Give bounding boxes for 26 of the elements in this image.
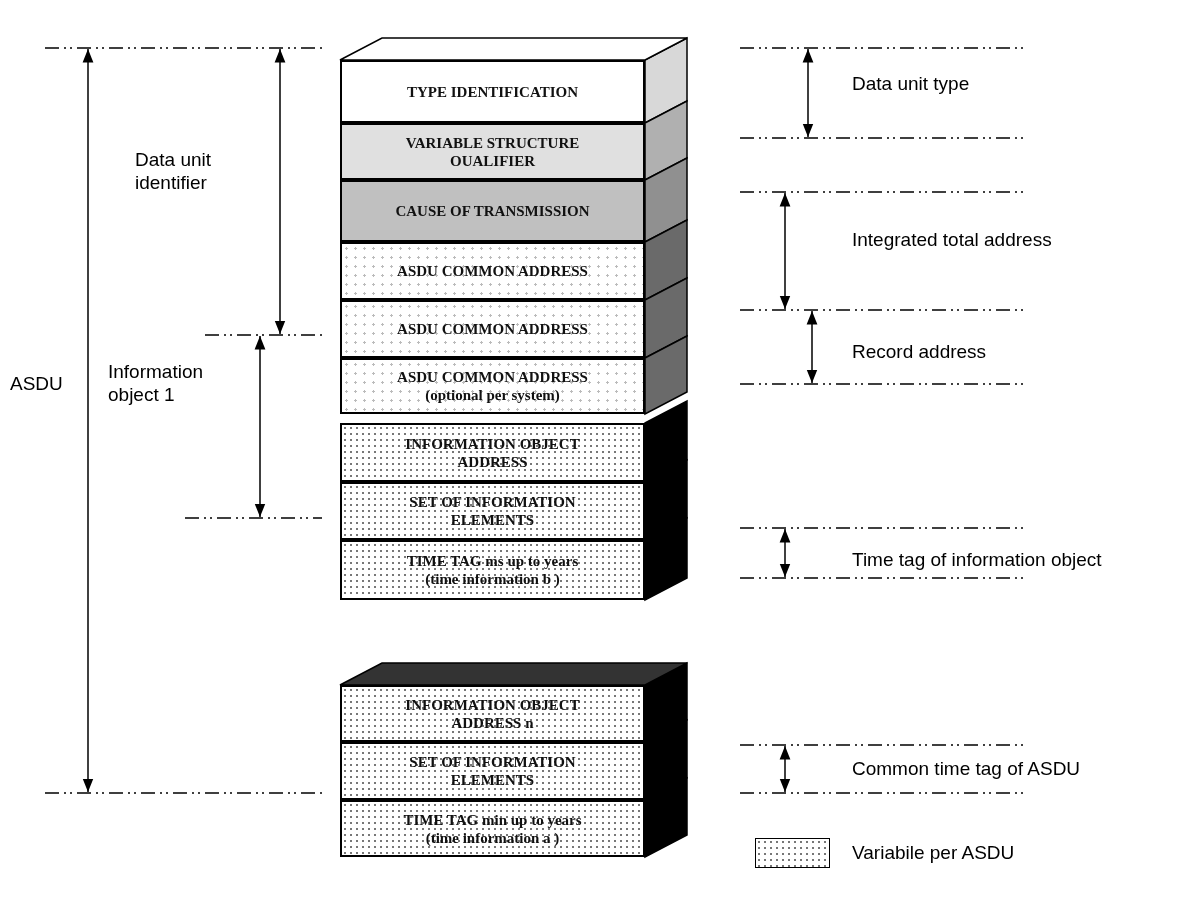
block-text: (time information b )	[425, 570, 560, 588]
field-block: CAUSE OF TRANSMISSION	[340, 180, 645, 242]
dimension-label: ASDU	[10, 372, 64, 395]
dimension-label: Common time tag of ASDU	[852, 757, 1082, 780]
field-block: ASDU COMMON ADDRESS	[340, 242, 645, 300]
block-text: (time information a )	[425, 828, 560, 847]
field-block	[340, 800, 645, 857]
field-block: SET OF INFORMATION ELEMENTS	[340, 742, 645, 800]
field-block	[340, 358, 645, 414]
dimension-label: Integrated total address	[852, 228, 1052, 251]
field-block: INFORMATION OBJECT ADDRESS	[340, 423, 645, 482]
dimension-label: Data unit type	[852, 72, 971, 95]
field-block	[340, 540, 645, 600]
dimension-label: Data unit identifier	[135, 148, 213, 194]
block-text: TIME TAG ms up to years	[406, 552, 579, 570]
block-text: (optional per system)	[425, 386, 560, 404]
block-text: ASDU COMMON ADDRESS	[397, 368, 588, 386]
block-text: TIME TAG min up to years	[403, 810, 582, 829]
dimension-label: Time tag of information object	[852, 548, 1102, 571]
legend-label: Variabile per ASDU	[852, 841, 1015, 864]
field-block: ASDU COMMON ADDRESS	[340, 300, 645, 358]
field-block: INFORMATION OBJECT ADDRESS n	[340, 685, 645, 742]
dimension-label: Information object 1	[108, 360, 205, 406]
field-block: VARIABLE STRUCTURE OUALIFIER	[340, 123, 645, 180]
dimension-label: Record address	[852, 340, 988, 363]
field-block: SET OF INFORMATION ELEMENTS	[340, 482, 645, 540]
